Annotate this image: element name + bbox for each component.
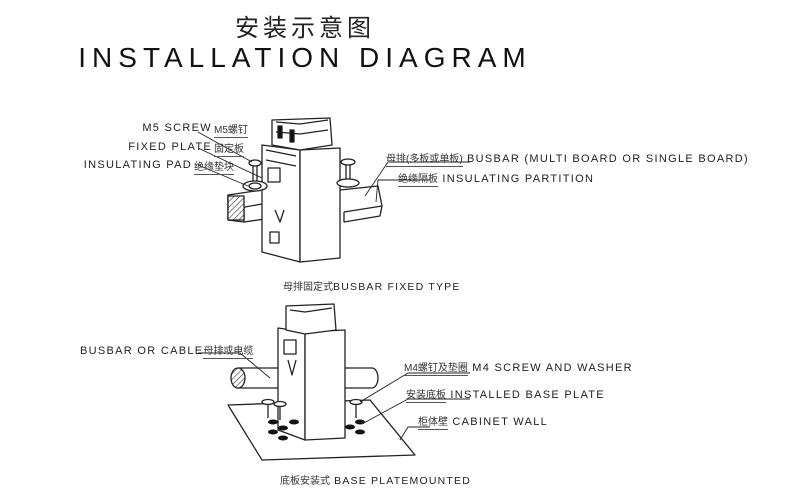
label-cn: 母排或电缆 [203, 346, 254, 359]
label-cn: 固定板 [214, 144, 244, 157]
label-m4-screw-washer: M4螺钉及垫圈 M4 SCREW AND WASHER [404, 359, 633, 376]
label-en: CABINET WALL [452, 416, 549, 428]
mounting-holes [268, 419, 365, 441]
caption-cn: 母排固定式 [283, 282, 333, 293]
label-en: INSTALLED BASE PLATE [450, 389, 605, 401]
label-busbar-multi: 母排(多板或单板) BUSBAR (MULTI BOARD OR SINGLE … [386, 150, 749, 167]
caption-busbar-fixed: 母排固定式BUSBAR FIXED TYPE [283, 278, 461, 293]
caption-en: BUSBAR FIXED TYPE [333, 281, 461, 293]
label-en: BUSBAR (MULTI BOARD OR SINGLE BOARD) [467, 153, 749, 165]
caption-base-plate-mounted: 底板安装式 BASE PLATEMOUNTED [280, 472, 471, 487]
title-english: INSTALLATION DIAGRAM [78, 42, 532, 73]
label-cn: 安装底板 [406, 390, 446, 403]
busbar-fixed-drawing [197, 117, 470, 263]
label-m5-screw-cn: M5螺钉 [214, 121, 248, 138]
label-installed-base-plate: 安装底板 INSTALLED BASE PLATE [406, 386, 605, 403]
caption-cn: 底板安装式 [280, 476, 330, 487]
label-cn: 绝缘隔板 [398, 174, 438, 187]
label-en: M4 SCREW AND WASHER [472, 362, 633, 374]
label-en: M5 SCREW [142, 122, 212, 134]
label-m5-screw: M5 SCREW [142, 122, 212, 134]
label-fixed-plate-cn: 固定板 [214, 140, 244, 157]
label-insulating-partition: 绝缘隔板 INSULATING PARTITION [398, 170, 595, 187]
label-en: INSULATING PAD [83, 159, 192, 171]
label-en: INSULATING PARTITION [442, 173, 595, 185]
label-cabinet-wall: 柜体壁 CABINET WALL [418, 413, 549, 430]
label-cn: 母排(多板或单板) [386, 154, 463, 167]
caption-en: BASE PLATEMOUNTED [334, 475, 472, 487]
label-cn: M4螺钉及垫圈 [404, 363, 468, 376]
busbar-right [339, 185, 383, 213]
cable [238, 367, 372, 389]
label-en: BUSBAR OR CABLE [80, 345, 204, 357]
label-cn: 柜体壁 [418, 417, 448, 430]
label-en: FIXED PLATE [128, 141, 212, 153]
label-insulating-pad-cn: 绝缘垫块 [194, 158, 234, 175]
title-chinese: 安装示意图 [235, 14, 375, 42]
label-fixed-plate: FIXED PLATE [128, 141, 212, 153]
label-busbar-or-cable: BUSBAR OR CABLE母排或电缆 [80, 342, 254, 359]
label-cn: M5螺钉 [214, 125, 248, 138]
label-cn: 绝缘垫块 [194, 162, 234, 175]
base-plate-drawing [198, 303, 470, 461]
label-insulating-pad: INSULATING PAD [84, 159, 192, 171]
